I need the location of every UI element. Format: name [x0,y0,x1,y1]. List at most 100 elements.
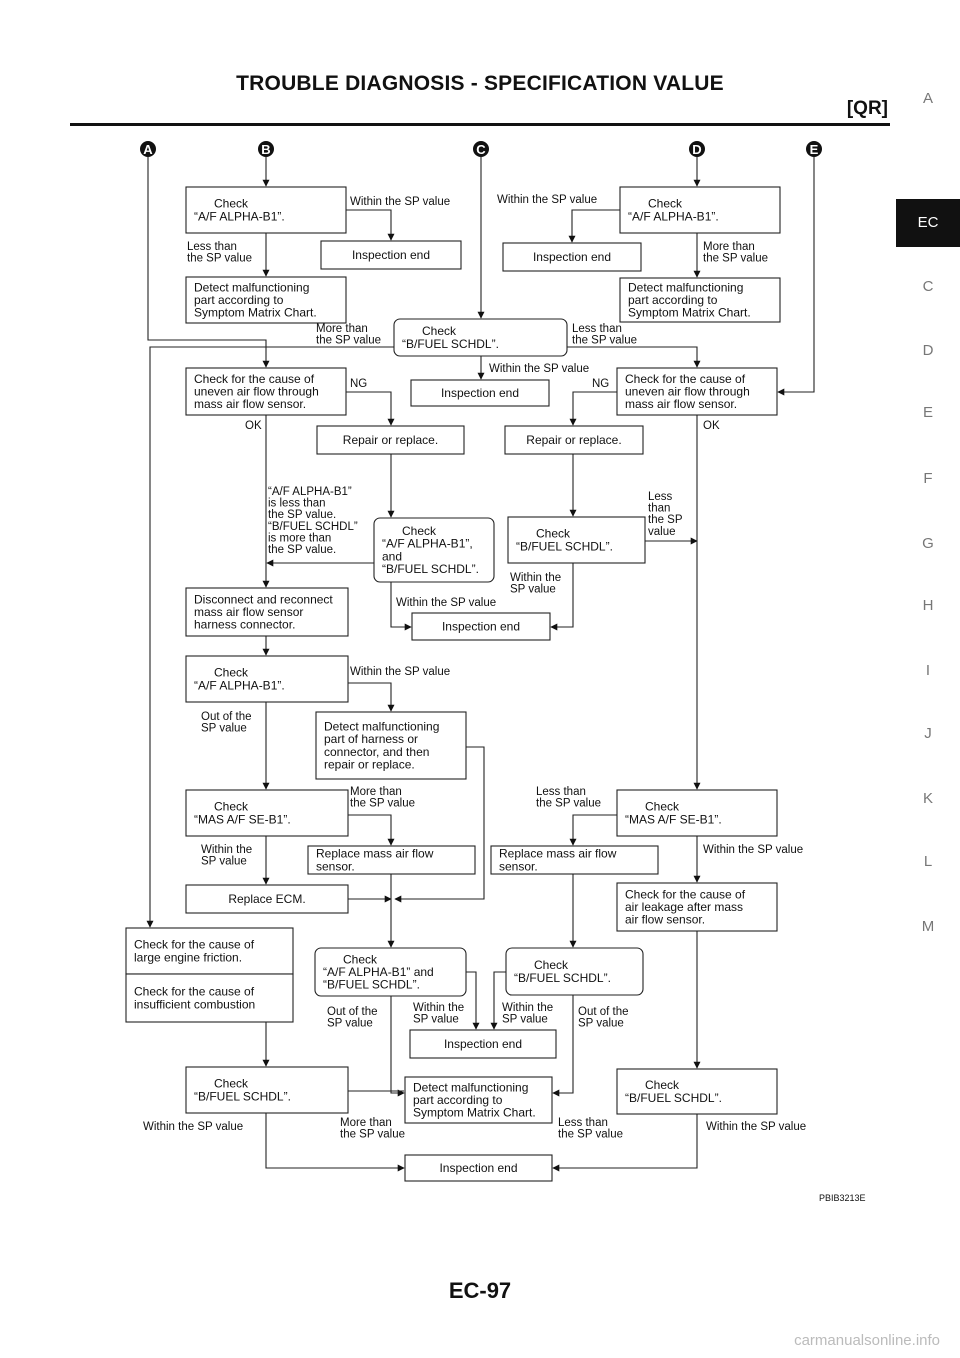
section-tab-a[interactable]: A [922,90,933,107]
flow-box-frame [616,789,778,837]
branch-label-text: Less than [187,241,237,253]
flow-box-d1: Check“A/F ALPHA-B1”. [619,186,781,234]
section-tab-g[interactable]: G [922,535,934,552]
section-tab-j[interactable]: J [924,725,932,742]
connector-d: D [689,141,705,157]
image-id: PBIB3213E [819,1193,866,1203]
section-tab-c[interactable]: C [922,278,934,295]
section-tab-h[interactable]: H [922,597,934,614]
branch-label-text: the SP value. [268,544,336,556]
section-tab-k[interactable]: K [922,790,933,807]
flow-box-text: repair or replace. [324,757,415,771]
flow-box-r7: Check“B/FUEL SCHDL”. [505,947,644,996]
flow-box-text: “A/F ALPHA-B1”. [628,209,719,223]
section-tab-l[interactable]: L [923,853,933,870]
branch-label-text: Within the SP value [706,1121,806,1133]
flow-box-text: “B/FUEL SCHDL”. [516,539,613,553]
flow-box-text: part of harness or [324,732,418,746]
flow-line [552,995,574,1097]
flow-box-text: “B/FUEL SCHDL”. [382,562,479,576]
branch-label-text: the SP value [187,253,252,265]
flow-box-text: Check [214,1077,249,1091]
flow-box-r3: Check“B/FUEL SCHDL”. [507,516,646,564]
flow-box-l7: Check“B/FUEL SCHDL”. [185,1066,349,1114]
flow-line [394,746,485,903]
section-tab-m[interactable]: M [921,918,935,935]
flow-box-text: air flow sensor. [625,913,705,927]
flow-box-text: Inspection end [439,1161,517,1175]
flow-box-text: Check for the cause of [625,887,746,901]
flow-box-frame [409,1029,557,1059]
branch-label-text: the SP value. [268,509,336,521]
flow-line [346,391,395,426]
flow-line [568,209,620,243]
flow-box-text: uneven air flow through [625,385,750,399]
flow-box-r8: Check“B/FUEL SCHDL”. [616,1068,778,1115]
flow-box-text: Replace mass air flow [499,847,617,861]
flow-box-frame [505,947,644,996]
flow-line [265,1113,405,1172]
section-tab-i[interactable]: I [925,662,931,679]
flow-box-frame [185,367,347,416]
flow-box-text: Check for the cause of [194,372,315,386]
flow-box-text: Check [214,666,249,680]
branch-label-text: Within the SP value [489,363,589,375]
connector-lines [146,157,815,1172]
flow-box-text: Repair or replace. [343,433,438,447]
flow-box-text: insufficient combustion [134,997,255,1011]
flow-box-frame [373,517,495,583]
flow-line [569,814,617,846]
flow-box-text: “B/FUEL SCHDL”. [625,1091,722,1105]
flow-box-text: and [382,549,402,563]
section-tab-f[interactable]: F [923,470,933,487]
section-tab-ec[interactable]: EC [896,199,960,247]
flow-line [552,1114,698,1172]
flow-box-text: Inspection end [441,386,519,400]
connector-circle [689,141,705,157]
flow-box-frame [490,845,659,875]
flow-box-text: Check [645,800,680,814]
flow-box-text: part according to [413,1093,503,1107]
branch-label-t7: Within the SP value [489,363,589,375]
branch-label-text: Within the SP value [396,597,496,609]
flow-box-m2: Inspection end [411,612,551,641]
branch-label-text: “A/F ALPHA-B1” [268,486,352,498]
branch-label-t21: Within the SP value [703,844,803,856]
flow-box-frame [410,379,550,407]
header-rule [70,123,890,126]
section-tab-e[interactable]: E [922,404,933,421]
branch-label-text: than [648,503,670,515]
branch-label-t16: Within the SP value [350,666,450,678]
flow-line [348,682,395,712]
flow-box-text: Symptom Matrix Chart. [413,1106,536,1120]
flow-box-m6: Inspection end [409,1029,557,1059]
flow-box-text: Repair or replace. [526,433,621,447]
branch-label-text: Less than [558,1117,608,1129]
flow-box-frame [125,973,294,1023]
branch-label-t11: OK [703,420,720,432]
branch-label-t8: NG [350,378,367,390]
flow-box-frame [616,1068,778,1115]
flow-box-m5: Check“A/F ALPHA-B1” and“B/FUEL SCHDL”. [314,947,467,997]
section-tab-d[interactable]: D [922,342,934,359]
branch-label-text: Within the [413,1002,464,1014]
branch-label-text: Within the SP value [703,844,803,856]
flow-box-text: mass air flow sensor [194,605,303,619]
flow-box-text: Check for the cause of [134,985,255,999]
flow-box-l4: Check“A/F ALPHA-B1”. [185,655,349,703]
flow-box-m1: Check“A/F ALPHA-B1”,and“B/FUEL SCHDL”. [373,517,495,583]
branch-label-text: “B/FUEL SCHDL” [268,521,358,533]
flow-box-text: “B/FUEL SCHDL”. [194,1089,291,1103]
branch-label-text: NG [592,378,609,390]
